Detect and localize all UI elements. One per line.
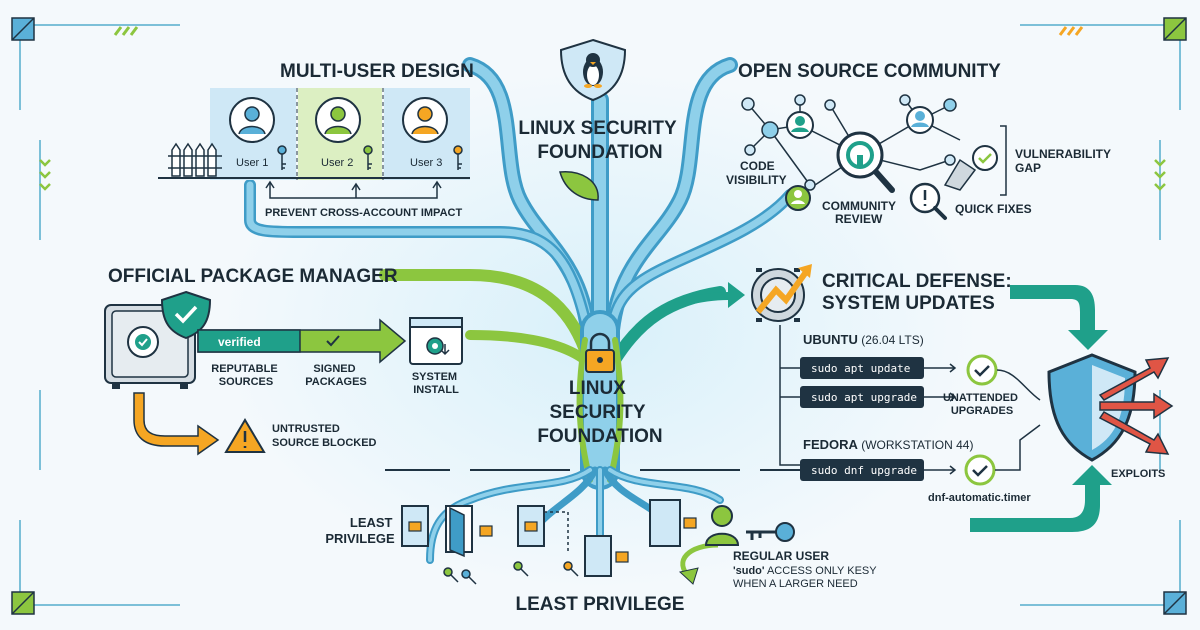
gear-arrow-icon bbox=[751, 264, 812, 322]
dnf-upgrade-text: sudo dnf upgrade bbox=[811, 464, 917, 477]
system-install-window-icon bbox=[409, 317, 463, 365]
community-user-icon bbox=[786, 111, 814, 139]
cross-account-caption: PREVENT CROSS-ACCOUNT IMPACT bbox=[265, 207, 462, 219]
door-lock-icon-4 bbox=[649, 499, 697, 547]
user-key-icons bbox=[277, 145, 463, 170]
verified-label: verified bbox=[218, 335, 261, 349]
check-to-shield-connectors bbox=[995, 369, 1041, 471]
apt-update-command: sudo apt update bbox=[800, 357, 924, 379]
user-key-icon bbox=[746, 522, 795, 542]
user-2-label: User 2 bbox=[321, 157, 353, 169]
exploits-label: EXPLOITS bbox=[1111, 468, 1165, 480]
trunk-title: LINUX SECURITY FOUNDATION bbox=[537, 378, 662, 447]
reputable-sources-label: REPUTABLE SOURCES bbox=[211, 363, 280, 388]
code-visibility-label: CODE VISIBILITY bbox=[726, 159, 787, 187]
dnf-upgrade-command: sudo dnf upgrade bbox=[800, 459, 924, 481]
keys-icon bbox=[443, 561, 579, 585]
community-review-label: COMMUNITY REVIEW bbox=[822, 199, 899, 226]
sudo-line-2: WHEN A LARGER NEED bbox=[733, 578, 858, 590]
shield-check-icon bbox=[160, 290, 212, 340]
signed-packages-label: SIGNED PACKAGES bbox=[305, 363, 367, 388]
ubuntu-label: UBUNTU (26.04 LTS) bbox=[803, 332, 924, 347]
apt-update-text: sudo apt update bbox=[811, 362, 910, 375]
bottom-teal-arrow bbox=[970, 465, 1112, 532]
user-1-avatar-icon bbox=[229, 97, 275, 143]
tux-shield-icon bbox=[559, 38, 627, 102]
untrusted-label: UNTRUSTED SOURCE BLOCKED bbox=[272, 423, 377, 449]
top-title: LINUX SECURITY FOUNDATION bbox=[518, 118, 681, 163]
apt-upgrade-command: sudo apt upgrade bbox=[800, 386, 924, 408]
vulnerability-gap-label: VULNERABILITY GAP bbox=[1015, 147, 1114, 175]
community-review-icon bbox=[785, 185, 811, 211]
user-1-label: User 1 bbox=[236, 157, 268, 169]
privilege-dashed-arrow bbox=[544, 511, 569, 552]
top-teal-arrow bbox=[1010, 285, 1108, 350]
magnifier-open-source-icon bbox=[836, 131, 895, 193]
cross-account-arrows bbox=[265, 180, 442, 199]
fence-icon bbox=[168, 142, 222, 177]
fedora-label: FEDORA (WORKSTATION 44) bbox=[803, 437, 973, 452]
door-lock-icon-1 bbox=[401, 505, 429, 547]
exploit-arrows bbox=[1098, 357, 1174, 455]
apt-upgrade-text: sudo apt upgrade bbox=[811, 391, 917, 404]
door-lock-icon-2 bbox=[517, 505, 545, 547]
open-door-icon bbox=[445, 505, 493, 558]
updates-title: CRITICAL DEFENSE: SYSTEM UPDATES bbox=[822, 271, 1017, 314]
least-privilege-left-label: LEAST PRIVILEGE bbox=[325, 515, 396, 546]
updates-branch-arrow bbox=[680, 282, 745, 308]
lock-icon bbox=[585, 332, 615, 373]
system-install-label: SYSTEM INSTALL bbox=[412, 371, 460, 396]
unattended-label: UNATTENDED UPGRADES bbox=[943, 392, 1021, 417]
quick-fixes-label: QUICK FIXES bbox=[955, 202, 1032, 216]
untrusted-arrow bbox=[133, 392, 220, 456]
door-lock-icon-3 bbox=[584, 535, 629, 577]
regular-user-icon bbox=[704, 505, 740, 546]
user-2-avatar-icon bbox=[315, 97, 361, 143]
timer-label: dnf-automatic.timer bbox=[928, 492, 1031, 504]
user-3-avatar-icon bbox=[402, 97, 448, 143]
patch-check-icon bbox=[943, 145, 998, 191]
warning-icon bbox=[224, 418, 266, 453]
ubuntu-arrows bbox=[924, 363, 957, 402]
multi-user-title: MULTI-USER DESIGN bbox=[280, 61, 474, 82]
verified-arrow bbox=[197, 318, 407, 364]
leaf-icon bbox=[559, 171, 599, 201]
sudo-line-1: 'sudo' ACCESS ONLY KESY bbox=[733, 565, 877, 577]
unattended-check-icon bbox=[966, 354, 998, 386]
package-manager-title: OFFICIAL PACKAGE MANAGER bbox=[108, 266, 398, 287]
signed-check-icon bbox=[326, 335, 340, 347]
vulnerability-bracket bbox=[1000, 125, 1007, 196]
quick-fix-magnifier-icon bbox=[909, 182, 947, 220]
community-network bbox=[741, 94, 961, 196]
updates-connectors bbox=[779, 325, 800, 466]
user-3-label: User 3 bbox=[410, 157, 442, 169]
corner-squares bbox=[11, 17, 1187, 615]
community-user-icon-2 bbox=[906, 106, 934, 134]
timer-check-icon bbox=[964, 454, 996, 486]
least-privilege-bottom-label: LEAST PRIVILEGE bbox=[516, 594, 685, 615]
open-source-title: OPEN SOURCE COMMUNITY bbox=[738, 61, 1001, 82]
regular-user-label: REGULAR USER bbox=[733, 549, 829, 563]
curved-arrow-head bbox=[678, 567, 699, 585]
fedora-arrow bbox=[924, 465, 957, 475]
